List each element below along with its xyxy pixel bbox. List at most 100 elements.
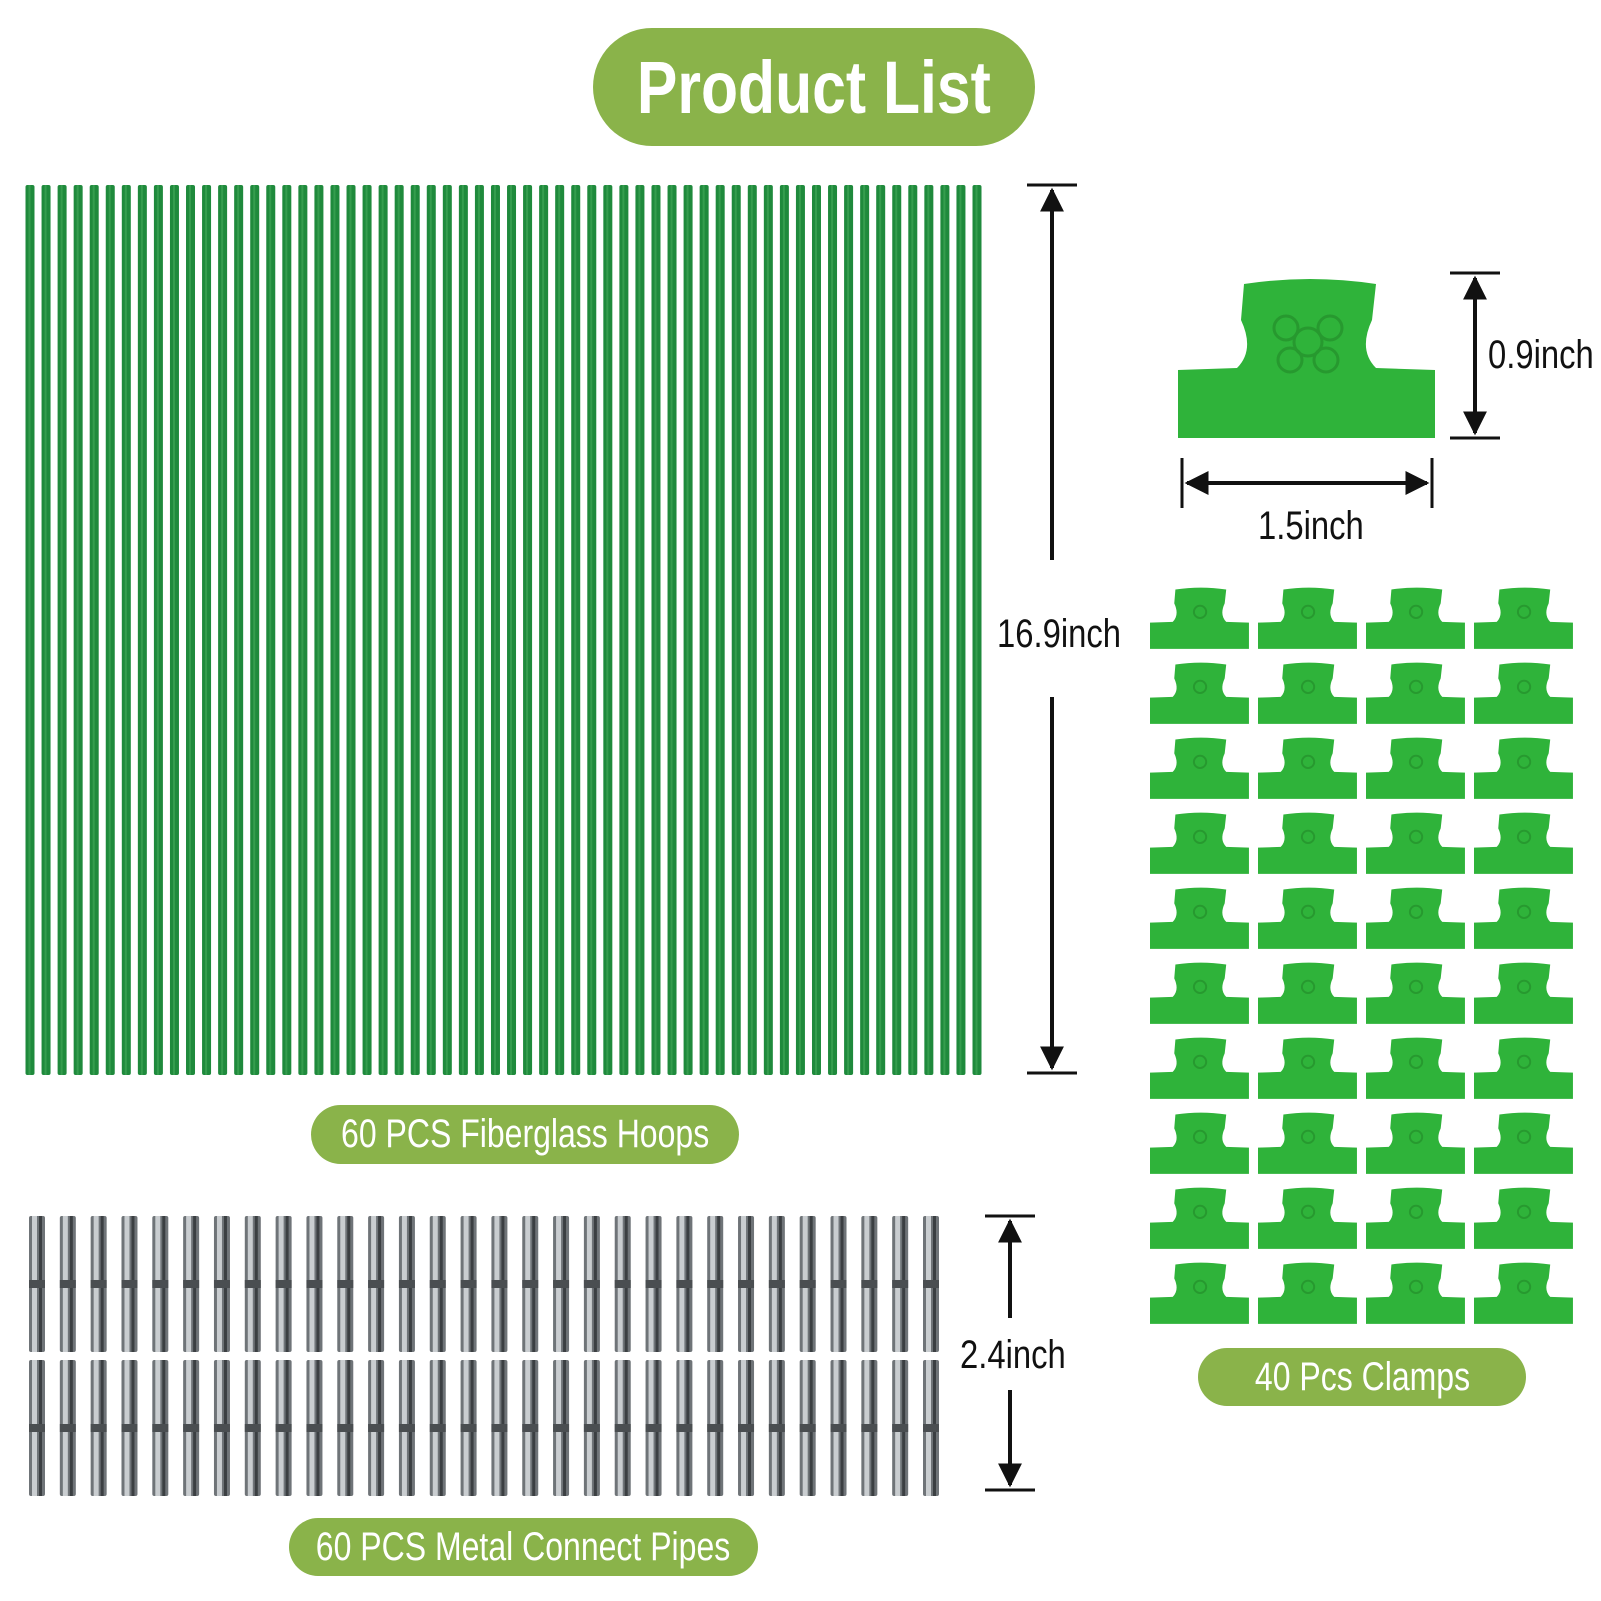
metal-pipe: [398, 1360, 415, 1496]
metal-pipe: [830, 1216, 847, 1352]
metal-pipe: [368, 1360, 385, 1496]
clamp: [1258, 737, 1357, 799]
pipes-label-text: 60 PCS Metal Connect Pipes: [316, 1524, 731, 1569]
metal-pipe: [59, 1216, 76, 1352]
metal-pipe: [707, 1360, 724, 1496]
fiberglass-rod: [89, 185, 99, 1075]
fiberglass-rod: [25, 185, 35, 1075]
fiberglass-rod: [250, 185, 260, 1075]
fiberglass-rod: [683, 185, 693, 1075]
fiberglass-rod: [218, 185, 228, 1075]
clamp: [1366, 662, 1465, 724]
clamp: [1474, 1187, 1573, 1249]
clamp: [1258, 1037, 1357, 1099]
clamp-height-arrow: [1450, 271, 1500, 440]
clamp-width-text: 1.5inch: [1258, 504, 1387, 549]
fiberglass-rod: [795, 185, 805, 1075]
hoops-label-text: 60 PCS Fiberglass Hoops: [340, 1112, 710, 1156]
fiberglass-rod: [924, 185, 934, 1075]
metal-pipe: [183, 1360, 200, 1496]
clamp: [1150, 962, 1249, 1024]
fiberglass-rod: [57, 185, 67, 1075]
fiberglass-rod: [105, 185, 115, 1075]
fiberglass-rod: [555, 185, 565, 1075]
clamp: [1258, 962, 1357, 1024]
fiberglass-rod: [571, 185, 581, 1075]
fiberglass-rod: [892, 185, 902, 1075]
metal-pipe: [923, 1216, 939, 1352]
clamp: [1474, 662, 1573, 724]
metal-pipe: [861, 1360, 878, 1496]
clamp-closeup: [1178, 279, 1435, 438]
clamp: [1366, 962, 1465, 1024]
metal-pipe: [152, 1360, 169, 1496]
metal-pipe: [645, 1360, 662, 1496]
fiberglass-rod: [619, 185, 629, 1075]
clamp: [1366, 587, 1465, 649]
clamp: [1150, 587, 1249, 649]
metal-pipe: [244, 1216, 261, 1352]
fiberglass-rod: [346, 185, 356, 1075]
clamp-width-arrow: [1180, 458, 1434, 508]
metal-pipe: [645, 1216, 662, 1352]
pipes-length-value: 2.4inch: [960, 1333, 1066, 1377]
metal-pipe: [429, 1360, 446, 1496]
metal-pipe: [861, 1216, 878, 1352]
fiberglass-rod: [860, 185, 870, 1075]
metal-pipe: [799, 1360, 816, 1496]
fiberglass-rod: [41, 185, 51, 1075]
clamp: [1258, 887, 1357, 949]
clamp: [1474, 587, 1573, 649]
fiberglass-rod: [940, 185, 950, 1075]
fiberglass-rod: [394, 185, 404, 1075]
clamp-width-value: 1.5inch: [1258, 504, 1364, 548]
metal-pipe: [707, 1216, 724, 1352]
metal-pipe: [244, 1360, 261, 1496]
fiberglass-rod: [330, 185, 340, 1075]
clamp: [1474, 812, 1573, 874]
fiberglass-rod: [362, 185, 372, 1075]
clamp: [1258, 1262, 1357, 1324]
clamp: [1366, 1037, 1465, 1099]
metal-pipe: [275, 1360, 292, 1496]
fiberglass-rod: [490, 185, 500, 1075]
clamps-label-text: 40 Pcs Clamps: [1254, 1354, 1470, 1399]
fiberglass-rod: [603, 185, 613, 1075]
metal-pipe: [429, 1216, 446, 1352]
clamps-label: 40 Pcs Clamps: [1198, 1348, 1526, 1406]
metal-pipe: [213, 1216, 230, 1352]
pipes-length-text: 2.4inch: [960, 1333, 1089, 1378]
pipes-height-arrow: [985, 1214, 1035, 1492]
clamp: [1474, 962, 1573, 1024]
fiberglass-rod: [202, 185, 212, 1075]
fiberglass-rod: [73, 185, 83, 1075]
metal-pipe: [460, 1216, 477, 1352]
fiberglass-rod: [298, 185, 308, 1075]
fiberglass-rod: [442, 185, 452, 1075]
metal-pipe: [738, 1360, 755, 1496]
metal-pipe: [830, 1360, 847, 1496]
metal-pipe: [29, 1216, 45, 1352]
fiberglass-rod: [234, 185, 244, 1075]
clamp: [1474, 1037, 1573, 1099]
fiberglass-rod: [523, 185, 533, 1075]
metal-pipe: [676, 1216, 693, 1352]
fiberglass-rod: [507, 185, 517, 1075]
clamp: [1366, 737, 1465, 799]
metal-pipe: [768, 1360, 785, 1496]
metal-pipe: [614, 1216, 631, 1352]
metal-pipe: [121, 1216, 138, 1352]
metal-pipe: [768, 1216, 785, 1352]
metal-pipe: [90, 1216, 107, 1352]
fiberglass-rod: [811, 185, 821, 1075]
product-list-title-text: Product List: [637, 45, 991, 129]
clamp: [1150, 1262, 1249, 1324]
metal-pipe: [398, 1216, 415, 1352]
fiberglass-rod: [667, 185, 677, 1075]
fiberglass-rod: [731, 185, 741, 1075]
clamp: [1150, 662, 1249, 724]
clamp: [1474, 1262, 1573, 1324]
